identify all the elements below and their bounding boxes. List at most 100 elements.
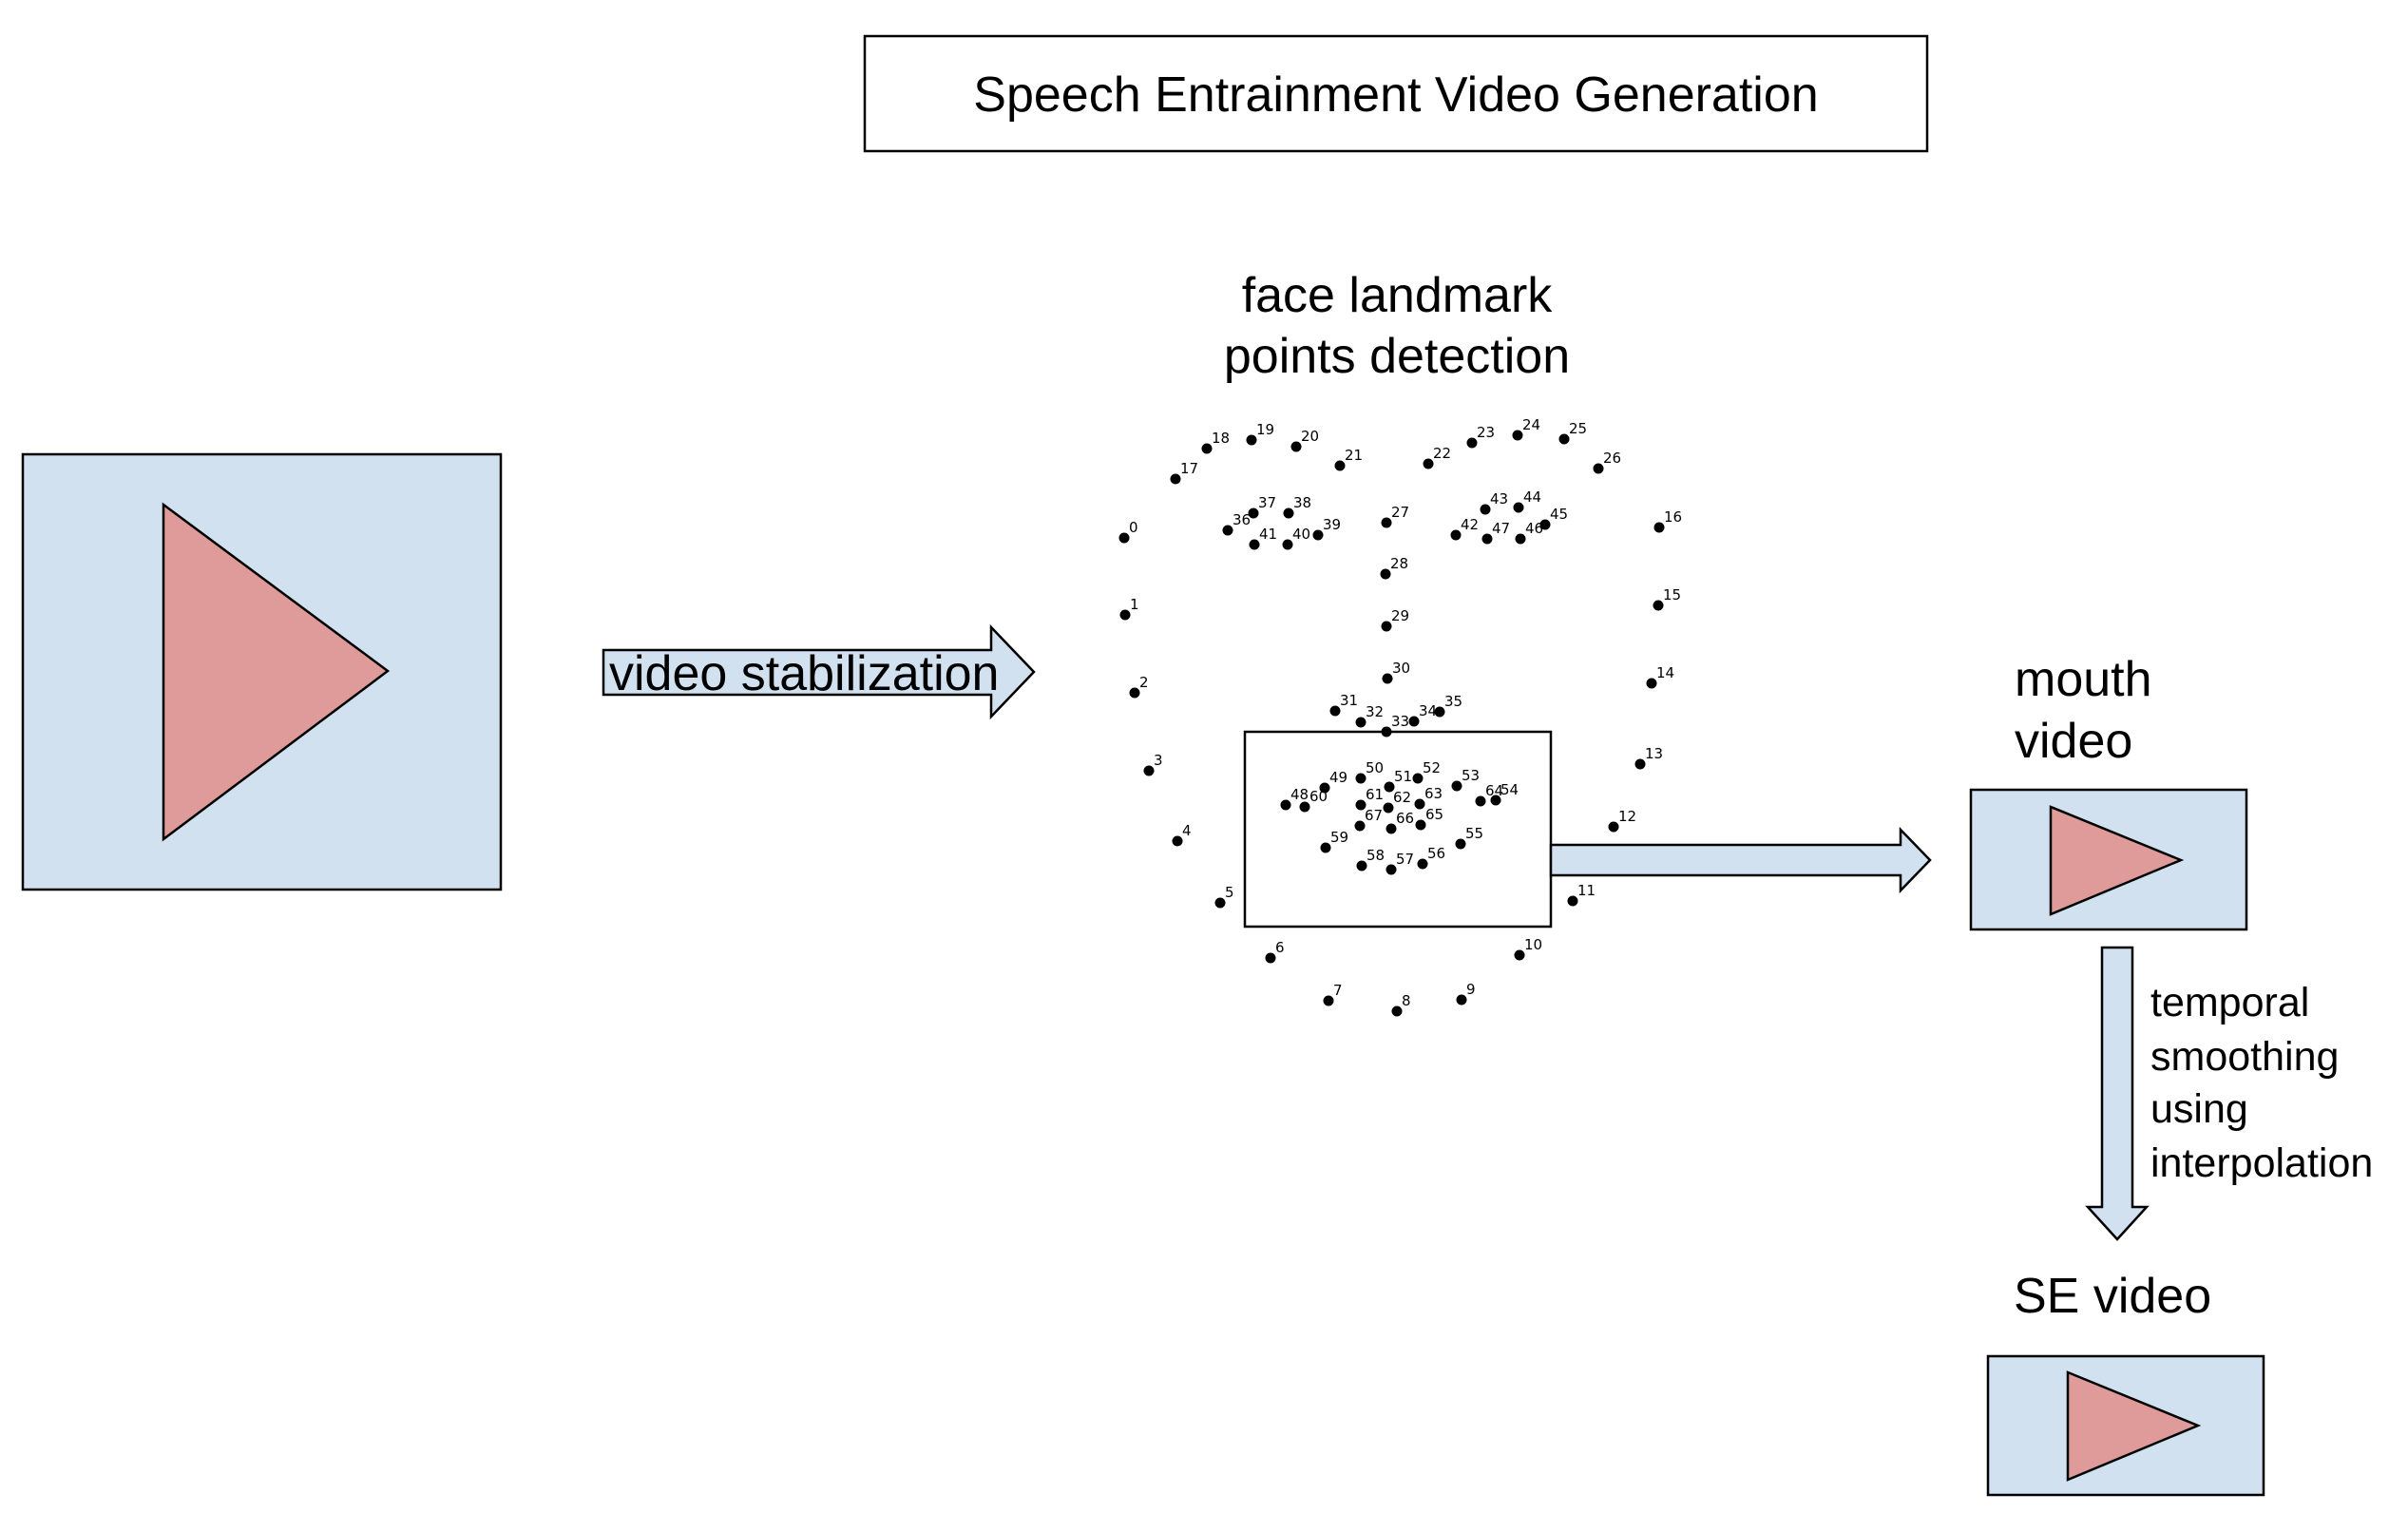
landmark-label-4: 4 <box>1182 822 1192 839</box>
landmark-dot-55 <box>1455 838 1466 850</box>
landmark-label-35: 35 <box>1444 693 1462 710</box>
landmark-label-60: 60 <box>1309 788 1328 805</box>
landmark-dot-17 <box>1170 473 1181 485</box>
landmark-label-13: 13 <box>1645 745 1663 762</box>
smoothing-label-line2: smoothing <box>2150 1034 2339 1080</box>
landmark-label-42: 42 <box>1461 516 1479 533</box>
landmark-dot-64 <box>1475 795 1486 807</box>
landmark-label-9: 9 <box>1466 981 1476 998</box>
landmark-label-20: 20 <box>1301 428 1319 445</box>
landmark-label-17: 17 <box>1180 460 1198 477</box>
landmark-label-45: 45 <box>1550 506 1568 523</box>
landmark-dot-41 <box>1249 539 1260 550</box>
landmark-dot-45 <box>1539 519 1551 530</box>
landmark-dot-34 <box>1408 716 1420 727</box>
landmark-label-37: 37 <box>1258 494 1276 511</box>
landmark-label-24: 24 <box>1522 416 1540 433</box>
landmark-dot-24 <box>1512 430 1523 441</box>
mouth-video-label-line1: mouth <box>2015 652 2152 707</box>
landmark-dot-40 <box>1282 539 1293 550</box>
landmark-dot-12 <box>1608 821 1619 833</box>
input-video-panel <box>21 452 503 891</box>
landmark-dot-37 <box>1248 508 1259 519</box>
smoothing-label-line1: temporal <box>2150 980 2309 1025</box>
landmark-label-18: 18 <box>1212 430 1230 447</box>
landmark-dot-2 <box>1129 687 1140 699</box>
landmark-dot-53 <box>1451 780 1462 792</box>
landmark-dot-67 <box>1354 820 1366 832</box>
landmark-dot-62 <box>1383 802 1394 814</box>
landmark-label-53: 53 <box>1462 767 1480 784</box>
landmark-dot-35 <box>1434 706 1445 718</box>
landmark-dot-58 <box>1356 860 1367 871</box>
landmark-label-48: 48 <box>1290 786 1309 803</box>
landmark-dot-28 <box>1380 568 1391 580</box>
mouth-video-label-line2: video <box>2015 714 2132 769</box>
mouth-video-panel <box>1969 788 2248 931</box>
landmark-label-2: 2 <box>1139 674 1149 691</box>
landmark-dot-60 <box>1299 801 1310 813</box>
landmark-label-19: 19 <box>1256 421 1274 438</box>
landmark-label-31: 31 <box>1340 692 1358 709</box>
landmark-dot-13 <box>1634 758 1646 770</box>
landmark-label-44: 44 <box>1523 488 1541 506</box>
landmark-label-30: 30 <box>1392 660 1410 677</box>
landmark-dot-54 <box>1490 795 1501 806</box>
landmark-label-49: 49 <box>1329 769 1347 786</box>
se-video-panel <box>1986 1354 2265 1497</box>
landmark-label-12: 12 <box>1618 808 1636 825</box>
landmark-dot-42 <box>1450 529 1462 541</box>
landmark-label-62: 62 <box>1393 789 1411 806</box>
landmark-dot-14 <box>1646 678 1657 689</box>
landmark-dot-21 <box>1334 460 1346 471</box>
landmark-label-15: 15 <box>1663 586 1681 603</box>
landmark-label-6: 6 <box>1275 939 1285 956</box>
se-video-label: SE video <box>2014 1269 2211 1324</box>
landmark-dot-39 <box>1312 529 1324 541</box>
landmark-dot-38 <box>1283 508 1294 519</box>
landmark-label-59: 59 <box>1330 829 1348 846</box>
landmark-label-43: 43 <box>1490 490 1508 508</box>
landmark-dot-43 <box>1480 504 1491 515</box>
diagram-title: Speech Entrainment Video Generation <box>973 67 1818 123</box>
landmark-label-22: 22 <box>1433 445 1451 462</box>
smoothing-label-line3: using <box>2150 1086 2248 1132</box>
landmark-dot-46 <box>1515 533 1526 545</box>
landmark-label-57: 57 <box>1396 851 1414 868</box>
landmark-label-10: 10 <box>1524 936 1542 953</box>
landmark-dot-66 <box>1386 823 1397 834</box>
landmark-label-28: 28 <box>1390 555 1408 572</box>
landmark-label-51: 51 <box>1394 768 1412 785</box>
landmark-label-5: 5 <box>1225 884 1234 901</box>
landmark-label-50: 50 <box>1366 759 1384 776</box>
landmark-dot-4 <box>1172 835 1183 847</box>
landmark-dot-0 <box>1118 532 1130 544</box>
landmark-dot-6 <box>1265 952 1276 964</box>
landmark-dot-22 <box>1423 458 1434 469</box>
landmark-label-14: 14 <box>1656 664 1674 681</box>
landmark-dot-16 <box>1653 522 1665 533</box>
landmark-dot-63 <box>1414 798 1425 810</box>
landmark-heading-line1: face landmark <box>1242 268 1554 323</box>
landmark-label-11: 11 <box>1577 882 1596 899</box>
landmark-label-54: 54 <box>1500 781 1519 798</box>
landmark-dot-11 <box>1567 895 1578 907</box>
landmark-label-27: 27 <box>1391 504 1409 521</box>
landmark-label-61: 61 <box>1366 786 1384 803</box>
landmark-label-66: 66 <box>1396 810 1414 827</box>
landmark-dot-8 <box>1391 1005 1403 1017</box>
landmark-label-56: 56 <box>1427 845 1445 862</box>
landmark-dot-56 <box>1417 858 1428 870</box>
landmark-dot-25 <box>1558 433 1570 445</box>
landmark-label-40: 40 <box>1292 526 1310 543</box>
landmark-label-8: 8 <box>1402 992 1411 1009</box>
landmark-label-38: 38 <box>1293 494 1311 511</box>
landmark-dot-47 <box>1481 533 1493 545</box>
landmark-dot-10 <box>1514 949 1525 961</box>
stabilization-arrow: video stabilization <box>602 623 1036 720</box>
landmark-label-3: 3 <box>1154 752 1163 769</box>
se-video-play-icon <box>2066 1370 2202 1482</box>
landmark-label-52: 52 <box>1423 759 1441 776</box>
landmark-dot-48 <box>1280 799 1291 811</box>
